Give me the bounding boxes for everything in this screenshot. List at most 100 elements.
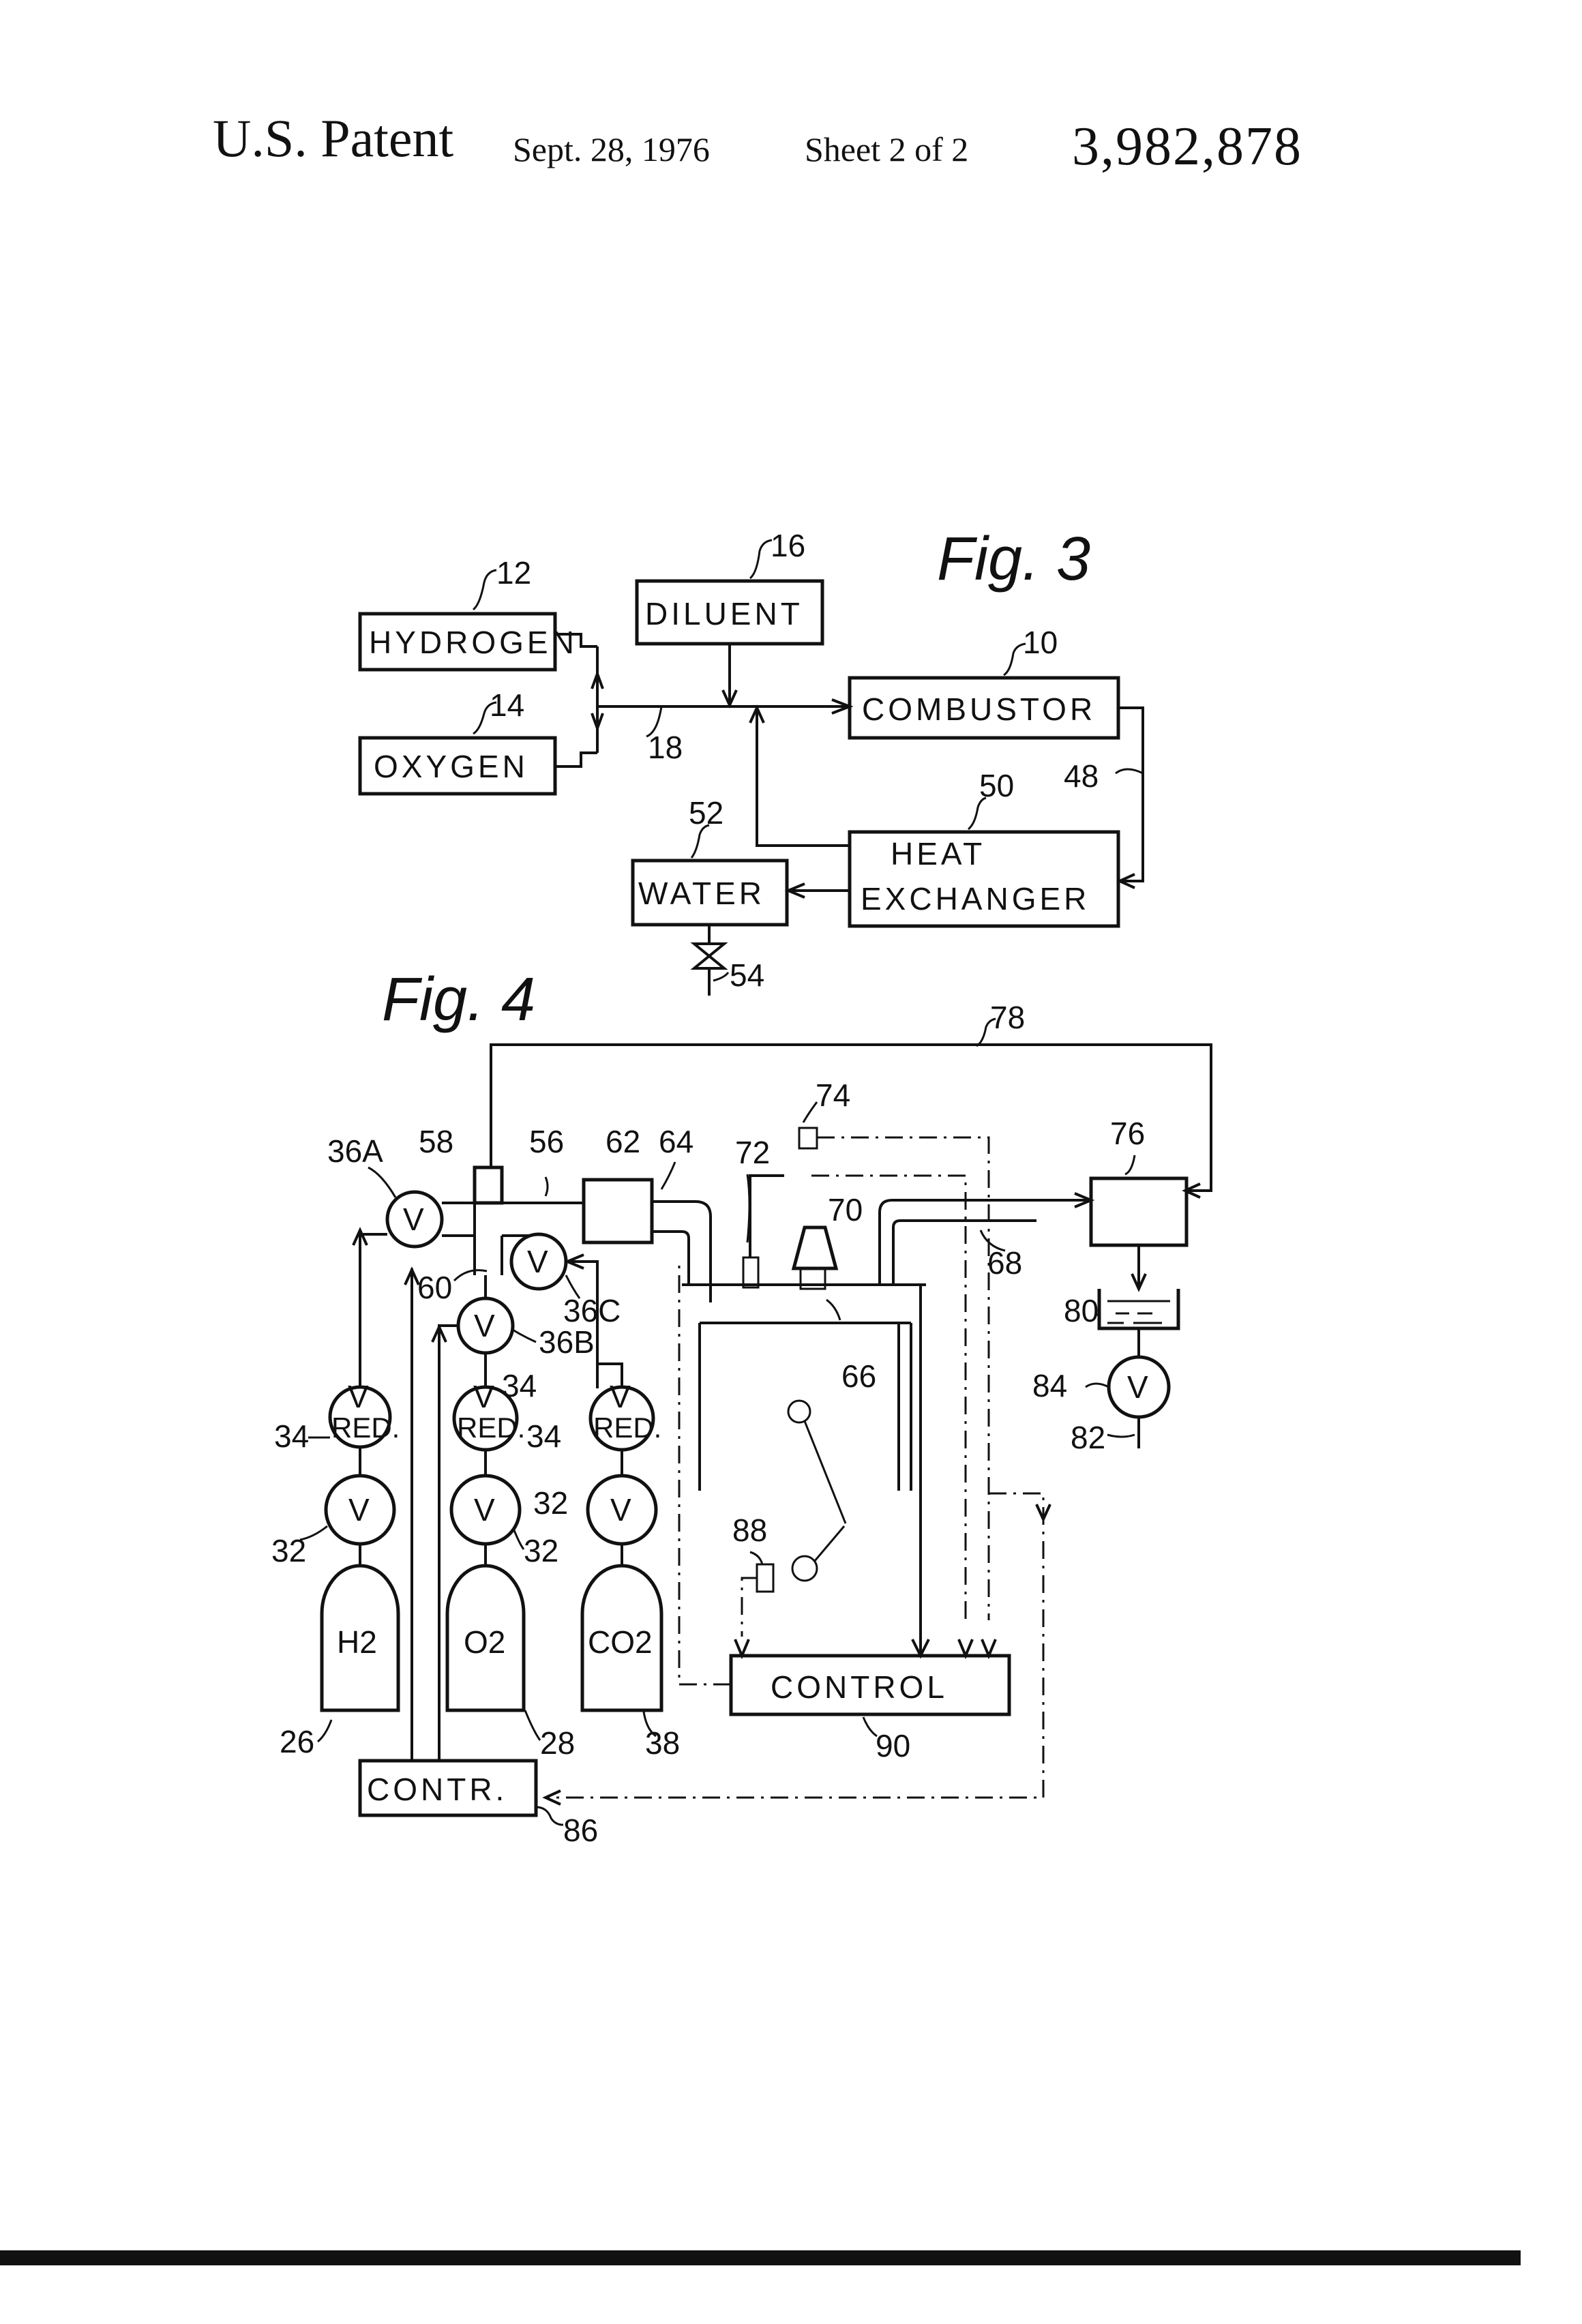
control-label: CONTROL [771,1669,948,1705]
ref-74: 74 [816,1077,850,1113]
ref48-leader [1116,769,1143,773]
ref-70: 70 [828,1192,863,1227]
intake-port [652,1202,711,1285]
ref-50: 50 [979,768,1014,803]
hydrogen-label: HYDROGEN [369,625,578,660]
ref88-leader [750,1552,762,1564]
oxygen-label: OXYGEN [374,749,528,784]
sensor-74 [799,1128,817,1148]
ref-36b: 36B [539,1324,595,1360]
sensor-88-signal [742,1578,757,1637]
o2-column: V RED. V O2 34 34 32 28 [447,1353,575,1761]
ref-18: 18 [648,730,683,765]
ref12-leader [473,570,496,610]
ref-26: 26 [280,1724,314,1759]
ref-28: 28 [540,1725,575,1761]
ref76-leader [1125,1155,1135,1174]
ref-72: 72 [735,1135,770,1170]
figure-4: Fig. 4 78 58 56 62 64 V 36A [271,966,1211,1848]
ref86-leader [536,1807,563,1825]
ref-14: 14 [490,687,524,723]
ref64-leader [661,1162,675,1189]
ref-58: 58 [419,1124,453,1159]
combustor-label: COMBUSTOR [862,691,1096,727]
h2-column: V RED. V H2 34 32 26 [271,1230,400,1759]
o2-valve-label: V [474,1492,495,1528]
injector-signal [811,1176,966,1620]
ref-78: 78 [990,1000,1025,1035]
contr-label: CONTR. [367,1772,507,1807]
ref-76: 76 [1110,1116,1145,1151]
ref-56: 56 [529,1124,564,1159]
h2-feed-line [360,1234,387,1388]
ref36a-leader [368,1167,395,1197]
h2-valve-label: V [348,1492,370,1528]
ref54-leader [713,972,728,981]
cylinder-walls [700,1323,911,1491]
ref32b-leader [514,1530,524,1549]
ref-86: 86 [563,1813,598,1848]
ref-32a: 32 [271,1533,306,1568]
ref16-leader [750,540,772,578]
ref-88: 88 [732,1513,767,1548]
sensor-88 [757,1564,773,1592]
drain-valve [694,925,724,996]
o2-regulator-v: V [473,1379,494,1414]
ref-34a: 34 [274,1418,309,1454]
ref-84: 84 [1032,1368,1067,1403]
crank-arm [814,1526,844,1562]
ref74-leader [803,1102,817,1122]
separator-76 [1091,1178,1186,1245]
co2-label: CO2 [588,1624,653,1660]
crankshaft [792,1556,817,1581]
ref-60: 60 [417,1270,452,1305]
ref72-leader [747,1174,749,1242]
h2-regulator-v: V [348,1379,369,1414]
heat-exchanger-label-1: HEAT [891,836,985,872]
tank-80-liquid [1107,1301,1170,1323]
ref-54: 54 [730,957,764,993]
ref90-leader [863,1717,877,1736]
valve-36c-label: V [527,1244,548,1279]
ref-80: 80 [1064,1293,1099,1328]
ref-66: 66 [841,1358,876,1394]
ref82-leader [1107,1435,1135,1437]
water-label: WATER [638,876,765,911]
ref-68: 68 [987,1245,1022,1281]
ref-64: 64 [659,1124,693,1159]
ref-82: 82 [1071,1420,1105,1455]
fig3-caption: Fig. 3 [937,525,1090,593]
ref-34b: 34 [502,1368,537,1403]
crank-pin [788,1401,810,1422]
fig4-caption: Fig. 4 [382,966,535,1034]
ref28-leader [525,1710,540,1740]
valve-36a-label: V [403,1202,424,1237]
pump-84-label: V [1127,1369,1148,1405]
exhaust-pipe [982,1200,1091,1221]
co2-regulator-red: RED. [593,1412,661,1444]
h2-regulator-red: RED. [331,1412,400,1444]
co2-regulator-v: V [610,1379,631,1414]
ref26-leader [318,1720,331,1742]
recycle-line-78 [491,1045,1211,1191]
exhaust-down-line [921,1245,938,1656]
recycle-line [757,706,850,846]
ref-52: 52 [689,795,723,831]
figure-3: Fig. 3 HYDROGEN 12 OXYGEN 14 DILUENT 16 … [360,525,1143,996]
ref-36c: 36C [563,1293,621,1328]
ref-32b: 32 [524,1533,558,1568]
diluent-label: DILUENT [645,596,803,631]
ref-12: 12 [496,555,531,591]
line-48 [1118,708,1143,881]
fitting-58 [475,1167,502,1203]
o2-regulator-red: RED. [457,1412,525,1444]
injector-line [750,1176,784,1257]
ref56-leader [546,1177,548,1196]
h2-label: H2 [337,1624,377,1660]
injector-72 [743,1257,758,1287]
ref-10: 10 [1023,625,1058,660]
control-to-36c [679,1262,731,1684]
ref84-leader [1086,1384,1109,1387]
ref-90: 90 [876,1728,910,1763]
